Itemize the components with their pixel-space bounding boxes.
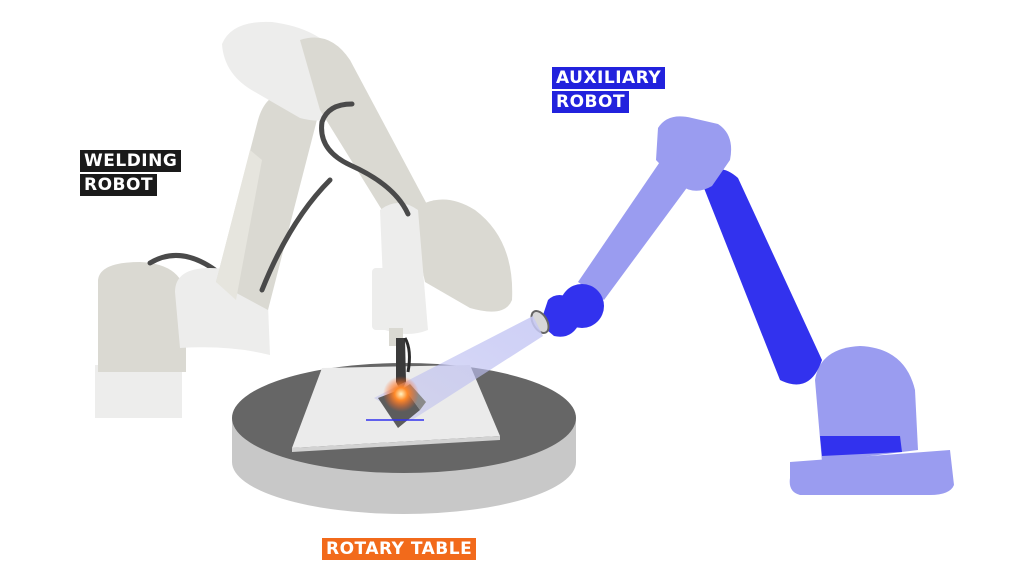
weld-area — [366, 376, 426, 428]
welding-robot-upper-arm — [300, 37, 430, 236]
auxiliary-robot — [530, 116, 954, 495]
auxiliary-robot-label: AUXILIARY ROBOT — [552, 67, 666, 115]
welding-robot-cable-wrist — [319, 101, 411, 217]
auxiliary-robot-forearm — [578, 150, 700, 300]
welding-robot-base — [95, 365, 182, 418]
weld-spark — [383, 376, 419, 412]
welding-robot — [95, 21, 513, 418]
welding-robot-lower-arm-light — [216, 150, 262, 300]
workpiece-plate-edge — [292, 436, 500, 452]
auxiliary-robot-ring — [820, 436, 902, 456]
welding-robot-cable-base — [147, 252, 218, 273]
welding-robot-cable-arm — [259, 177, 333, 293]
auxiliary-robot-scanner — [540, 295, 580, 337]
auxiliary-robot-label-line2: ROBOT — [552, 91, 630, 113]
welding-robot-label-line1: WELDING — [80, 150, 182, 172]
auxiliary-robot-base — [815, 346, 918, 462]
welding-torch-wire — [403, 337, 411, 373]
welding-robot-wrist — [410, 199, 513, 312]
welding-robot-base-top — [98, 262, 186, 372]
rotary-table-label: ROTARY TABLE — [322, 538, 477, 562]
auxiliary-robot-foot — [789, 450, 954, 495]
auxiliary-robot-label-line1: AUXILIARY — [552, 67, 666, 89]
rotary-table-label-text: ROTARY TABLE — [322, 538, 477, 560]
auxiliary-robot-lower-arm — [700, 169, 822, 385]
welding-torch-head — [372, 268, 418, 330]
welding-robot-label: WELDING ROBOT — [80, 150, 182, 198]
welding-robot-label-line2: ROBOT — [80, 174, 158, 196]
